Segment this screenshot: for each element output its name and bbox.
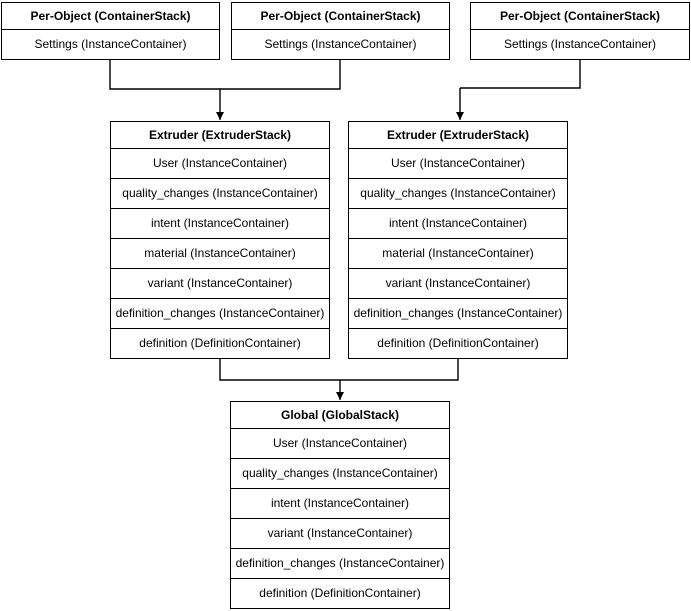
node-extruder-left-row-variant: variant (InstanceContainer) [111,268,329,298]
node-per-object-3-title: Per-Object (ContainerStack) [499,9,661,23]
node-global-row-quality-changes: quality_changes (InstanceContainer) [231,458,449,488]
node-extruder-left-row-material: material (InstanceContainer) [111,238,329,268]
node-per-object-1-title: Per-Object (ContainerStack) [30,9,191,23]
node-extruder-left-title: Extruder (ExtruderStack) [148,128,292,142]
node-global-row-definition: definition (DefinitionContainer) [231,578,449,608]
connector-extruders-to-global-bus [219,358,459,381]
node-extruder-right-row-user: User (InstanceContainer) [349,148,567,178]
connector-perobject-to-extruder-right-bus [460,58,581,89]
node-extruder-right-row-quality-changes: quality_changes (InstanceContainer) [349,178,567,208]
node-extruder-left-row-user: User (InstanceContainer) [111,148,329,178]
node-extruder-right: Extruder (ExtruderStack) User (InstanceC… [348,121,568,359]
node-extruder-left: Extruder (ExtruderStack) User (InstanceC… [110,121,330,359]
node-global-row-variant: variant (InstanceContainer) [231,518,449,548]
node-per-object-2-row-settings: Settings (InstanceContainer) [232,29,449,59]
node-per-object-3: Per-Object (ContainerStack) Settings (In… [470,2,690,60]
node-extruder-right-row-material: material (InstanceContainer) [349,238,567,268]
node-per-object-3-row-settings: Settings (InstanceContainer) [471,29,689,59]
node-global: Global (GlobalStack) User (InstanceConta… [230,401,450,609]
node-per-object-1-row-settings: Settings (InstanceContainer) [2,29,219,59]
node-extruder-right-row-definition-changes: definition_changes (InstanceContainer) [349,298,567,328]
node-extruder-right-row-intent: intent (InstanceContainer) [349,208,567,238]
connector-perobject-to-extruder-left-bus [109,58,341,90]
node-per-object-1: Per-Object (ContainerStack) Settings (In… [1,2,220,60]
node-extruder-left-row-intent: intent (InstanceContainer) [111,208,329,238]
node-global-title: Global (GlobalStack) [280,408,400,422]
node-extruder-left-row-quality-changes: quality_changes (InstanceContainer) [111,178,329,208]
node-extruder-right-row-definition: definition (DefinitionContainer) [349,328,567,358]
node-per-object-2-title: Per-Object (ContainerStack) [260,9,421,23]
node-extruder-left-row-definition-changes: definition_changes (InstanceContainer) [111,298,329,328]
node-per-object-2: Per-Object (ContainerStack) Settings (In… [231,2,450,60]
node-global-row-user: User (InstanceContainer) [231,428,449,458]
node-global-row-definition-changes: definition_changes (InstanceContainer) [231,548,449,578]
node-global-row-intent: intent (InstanceContainer) [231,488,449,518]
node-extruder-left-row-definition: definition (DefinitionContainer) [111,328,329,358]
node-extruder-right-row-variant: variant (InstanceContainer) [349,268,567,298]
node-extruder-right-title: Extruder (ExtruderStack) [386,128,530,142]
